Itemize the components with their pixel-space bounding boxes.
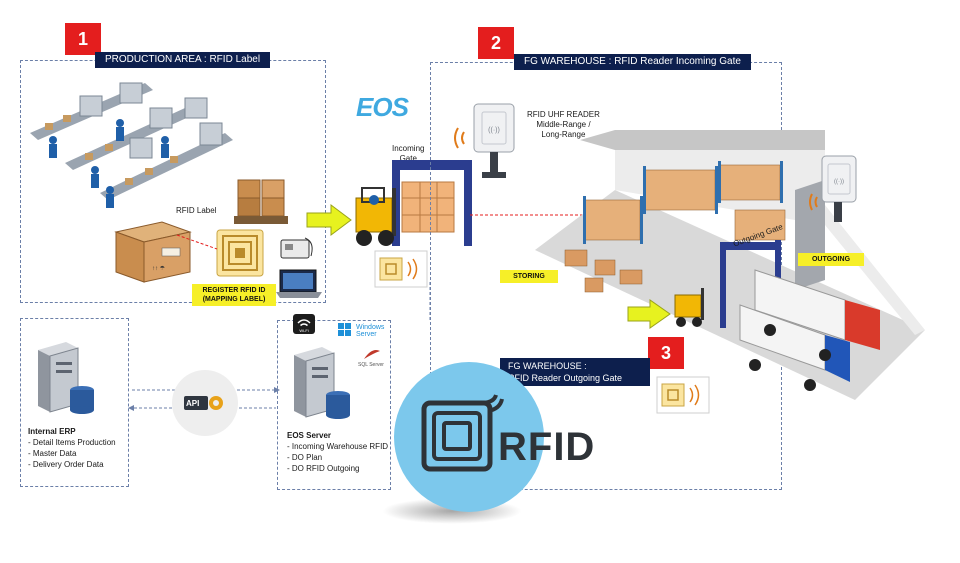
sql-server-icon	[364, 350, 380, 359]
eos-server-info: EOS Server - Incoming Warehouse RFID - D…	[287, 430, 388, 474]
svg-text:((·)): ((·))	[488, 127, 500, 134]
eos-server-item: - Incoming Warehouse RFID	[287, 442, 389, 451]
rfid-reader-caption: RFID UHF READER Middle-Range / Long-Rang…	[527, 110, 600, 140]
wifi-text: Wi-Fi	[299, 328, 308, 333]
step-1-badge: 1	[65, 23, 101, 55]
forklift-outgoing	[674, 288, 704, 327]
box-to-tag-connector	[176, 234, 218, 250]
api-label: API	[186, 399, 200, 408]
card-scanner-icon	[280, 237, 313, 259]
register-rfid-line2: (MAPPING LABEL)	[202, 296, 266, 303]
reader-line1: RFID UHF READER	[527, 110, 600, 119]
warehouse-illustration	[535, 130, 925, 400]
sql-server-text: SQL Server	[358, 362, 384, 368]
windows-server-icon	[338, 323, 351, 336]
rfid-tag-icon	[216, 229, 264, 277]
storing-label: STORING	[500, 270, 558, 283]
rfid-logo-text: RFID	[498, 425, 596, 469]
production-line-illustration	[30, 82, 233, 208]
erp-info: Internal ERP - Detail Items Production -…	[28, 426, 116, 470]
incoming-gate-caption: Incoming Gate	[392, 144, 424, 164]
storage-racks	[584, 164, 786, 241]
rfid-chip-icon	[421, 394, 504, 472]
api-bubble-icon	[172, 370, 238, 436]
eos-server-title: EOS Server	[287, 431, 332, 440]
outgoing-title-line1: FG WAREHOUSE :	[508, 361, 587, 371]
eos-server-icon	[294, 347, 350, 419]
arrow-right-outgoing-icon	[627, 299, 671, 329]
internal-erp-box	[20, 318, 129, 487]
erp-title: Internal ERP	[28, 427, 76, 436]
wifi-icon: Wi-Fi	[293, 314, 315, 334]
incoming-gate-line2: Gate	[399, 154, 417, 163]
rfid-reader-icon: ((·))	[454, 103, 515, 178]
laptop-icon	[276, 269, 322, 298]
rfid-tag-outgoing-icon	[656, 376, 710, 414]
step-3-badge: 3	[648, 337, 684, 369]
outgoing-label: OUTGOING	[798, 253, 864, 266]
reader-line2: Middle-Range /	[536, 120, 591, 129]
eos-server-item: - DO Plan	[287, 453, 323, 462]
workers	[49, 119, 169, 208]
pallet-load	[401, 181, 455, 233]
register-rfid-line1: REGISTER RFID ID	[202, 287, 266, 294]
eos-logo: EOS	[356, 92, 409, 122]
svg-text:↑↑ ☂: ↑↑ ☂	[152, 265, 166, 272]
register-rfid-label: REGISTER RFID ID (MAPPING LABEL)	[192, 284, 276, 306]
reader-line3: Long-Range	[541, 130, 586, 139]
forklift	[355, 187, 396, 246]
rfid-label-caption: RFID Label	[176, 206, 217, 215]
gate-to-reader-connector	[470, 214, 625, 216]
step-2-badge: 2	[478, 27, 514, 59]
windows-line2: Server	[356, 331, 377, 338]
pallet-boxes-icon	[234, 179, 288, 224]
warehouse-outgoing-title: FG WAREHOUSE : RFID Reader Outgoing Gate	[500, 358, 650, 386]
incoming-gate-illustration	[355, 160, 472, 246]
erp-item: - Master Data	[28, 449, 77, 458]
rfid-tag-small-icon	[374, 250, 428, 288]
trucks	[739, 269, 880, 391]
production-area-title: PRODUCTION AREA : RFID Label	[95, 52, 271, 68]
erp-item: - Delivery Order Data	[28, 460, 104, 469]
arrow-right-icon	[306, 204, 352, 236]
rack-frames	[583, 161, 783, 244]
eos-server-item: - DO RFID Outgoing	[287, 464, 360, 473]
machines	[79, 82, 223, 159]
boxes-on-belt	[45, 115, 178, 185]
warehouse-incoming-title: FG WAREHOUSE : RFID Reader Incoming Gate	[514, 54, 751, 70]
outgoing-title-line2: RFID Reader Outgoing Gate	[508, 373, 623, 383]
erp-server-icon	[38, 342, 94, 414]
gate-to-server-connector	[429, 282, 431, 322]
erp-item: - Detail Items Production	[28, 438, 116, 447]
eos-server-box	[277, 320, 391, 490]
floor-boxes	[564, 249, 643, 293]
cardboard-box-icon: ↑↑ ☂	[114, 221, 192, 283]
windows-line1: Windows	[356, 324, 385, 331]
incoming-gate-line1: Incoming	[392, 144, 425, 153]
svg-text:((·)): ((·))	[834, 179, 844, 185]
rfid-reader-outgoing-icon: ((·))	[809, 155, 857, 222]
windows-server-text: Windows Server	[356, 324, 384, 338]
